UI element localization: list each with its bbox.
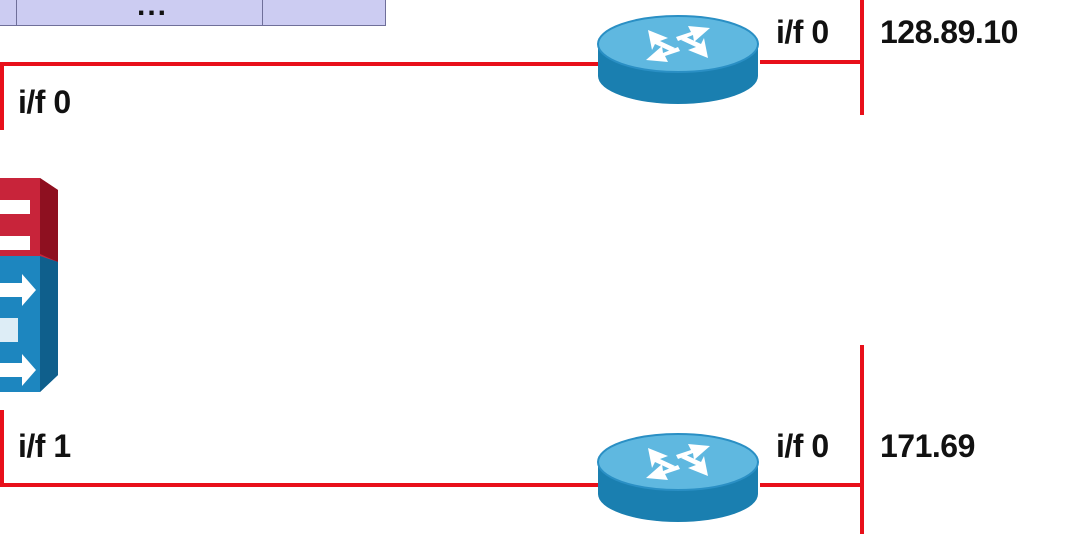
interface-label-router-top: i/f 0 xyxy=(776,14,829,50)
firewall-router-icon xyxy=(0,178,58,392)
table-ellipsis: ... xyxy=(137,0,169,22)
interface-label-router-bottom: i/f 0 xyxy=(776,428,829,464)
table-cell xyxy=(0,0,17,25)
routing-table-fragment: ... xyxy=(0,0,386,26)
network-address-top: 128.89.10 xyxy=(880,14,1018,50)
interface-label-left-bottom: i/f 1 xyxy=(18,428,71,464)
router-icon xyxy=(597,433,759,522)
router-icon xyxy=(597,15,759,104)
network-address-bottom: 171.69 xyxy=(880,428,975,464)
interface-label-left-top: i/f 0 xyxy=(18,84,71,120)
table-cell: ... xyxy=(17,0,263,25)
